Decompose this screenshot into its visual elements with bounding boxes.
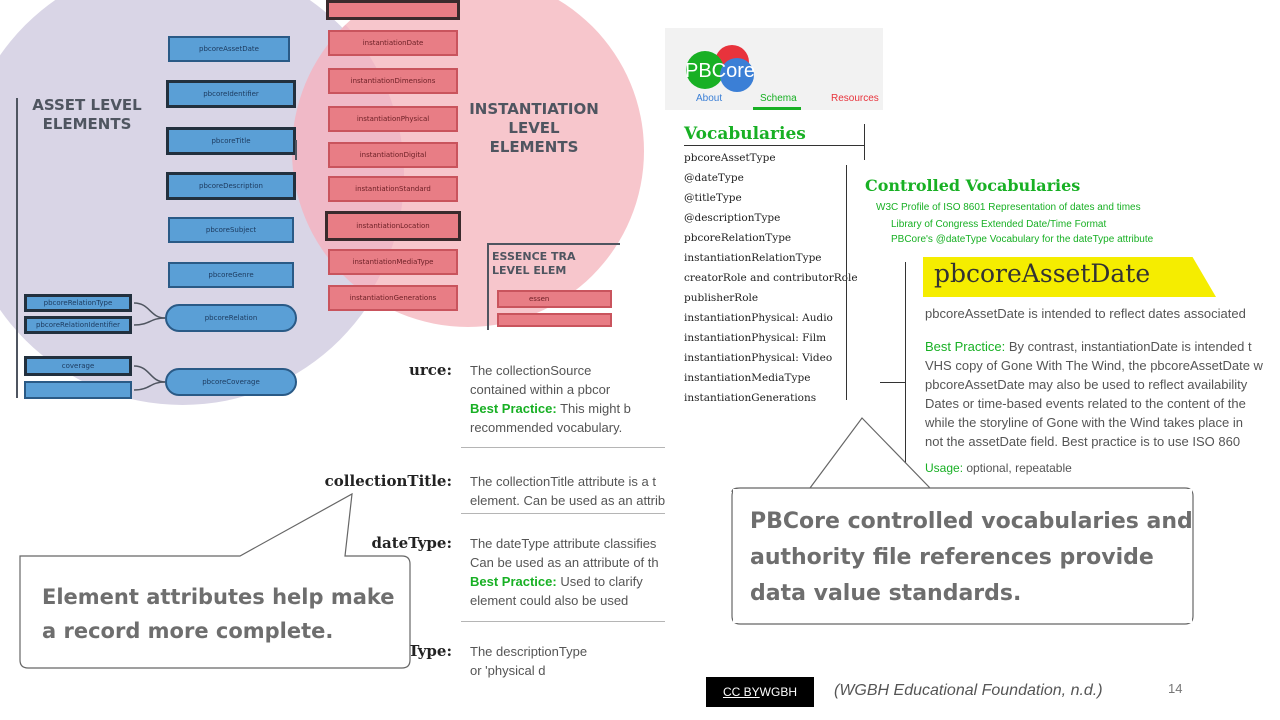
- vocab-item[interactable]: @titleType: [684, 192, 742, 204]
- best-practice-label: Best Practice:: [470, 574, 557, 589]
- citation: (WGBH Educational Foundation, n.d.): [834, 682, 1103, 699]
- collection-source-desc: The collectionSource contained within a …: [470, 363, 631, 435]
- essence-track-heading: ESSENCE TRA LEVEL ELEM: [492, 250, 576, 277]
- instantiation-media-type-box: instantiationMediaType: [328, 249, 458, 275]
- instantiation-level-heading: INSTANTIATION LEVEL ELEMENTS: [469, 100, 599, 156]
- asset-tree-line: [16, 98, 18, 398]
- divider: [461, 513, 665, 514]
- collection-title-desc: The collectionTitle attribute is a t ele…: [470, 474, 666, 508]
- instantiation-physical-box: instantiationPhysical: [328, 106, 458, 132]
- pbcore-relation-type-box: pbcoreRelationType: [24, 294, 132, 312]
- usage-label: Usage:: [925, 461, 964, 475]
- date-type-label: dateType:: [371, 534, 452, 552]
- pbcore-identifier-box: pbcoreIdentifier: [166, 80, 296, 108]
- pbcore-asset-date-box: pbcoreAssetDate: [168, 36, 290, 62]
- vocab-item[interactable]: publisherRole: [684, 292, 759, 304]
- cc-by-link[interactable]: CC BY: [722, 685, 760, 699]
- pbcore-logo-icon[interactable]: [680, 40, 770, 96]
- vocab-item[interactable]: instantiationMediaType: [684, 372, 811, 384]
- nav-schema[interactable]: Schema: [760, 93, 797, 104]
- instantiation-location-box: instantiationLocation: [325, 211, 461, 241]
- date-type-desc: The dateType attribute classifies Can be…: [470, 536, 659, 608]
- vocab-item[interactable]: @dateType: [684, 172, 744, 184]
- vocab-item[interactable]: instantiationPhysical: Audio: [684, 312, 833, 324]
- instantiation-generations-box: instantiationGenerations: [328, 285, 458, 311]
- nav-about[interactable]: About: [696, 93, 723, 104]
- pbcore-logo-text: PBCore: [685, 60, 756, 82]
- vocab-list-rule: [846, 165, 847, 400]
- instantiation-dimensions-box: instantiationDimensions: [328, 68, 458, 94]
- detail-left-rule: [905, 262, 906, 477]
- vocab-item[interactable]: @descriptionType: [684, 212, 781, 224]
- pbcore-element-diagram: ASSET LEVEL ELEMENTS INSTANTIATION LEVEL…: [0, 0, 644, 410]
- vocab-item[interactable]: pbcoreRelationType: [684, 232, 792, 244]
- best-practice-label: Best Practice:: [925, 339, 1006, 354]
- asset-level-heading: ASSET LEVEL ELEMENTS: [32, 96, 142, 133]
- description-type-label: Type:: [408, 642, 452, 660]
- pbcore-description-box: pbcoreDescription: [166, 172, 296, 200]
- element-best-practice: Best Practice: By contrast, instantiatio…: [925, 339, 1263, 449]
- essence-box: essen: [497, 290, 612, 308]
- pbcore-relation-box: pbcoreRelation: [165, 304, 297, 332]
- detail-tick: [880, 382, 905, 383]
- controlled-vocab-link[interactable]: W3C Profile of ISO 8601 Representation o…: [876, 202, 1141, 213]
- vocab-item[interactable]: instantiationPhysical: Film: [684, 332, 827, 344]
- coverage-sub-box: [24, 381, 132, 399]
- vocab-right-rule: [864, 124, 865, 160]
- controlled-vocab-link[interactable]: PBCore's @dateType Vocabulary for the da…: [891, 234, 1154, 245]
- collection-source-label: urce:: [408, 361, 452, 379]
- instantiation-standard-box: instantiationStandard: [328, 176, 458, 202]
- pbcore-title-box: pbcoreTitle: [166, 127, 296, 155]
- best-practice-label: Best Practice:: [470, 401, 557, 416]
- element-intro: pbcoreAssetDate is intended to reflect d…: [925, 306, 1246, 321]
- coverage-box: coverage: [24, 356, 132, 376]
- instantiation-date-box: instantiationDate: [328, 30, 458, 56]
- divider: [461, 621, 665, 622]
- left-callout-text: Element attributes help make a record mo…: [42, 585, 395, 643]
- pbcore-genre-box: pbcoreGenre: [168, 262, 294, 288]
- vocabularies-title: Vocabularies: [684, 124, 806, 144]
- divider: [461, 447, 665, 448]
- vocab-item[interactable]: instantiationPhysical: Video: [684, 352, 833, 364]
- vocabularies-underline: [684, 145, 864, 146]
- license-badge: CC BY WGBH: [706, 677, 814, 707]
- instantiation-top-box: [326, 0, 460, 20]
- pbcore-relation-identifier-box: pbcoreRelationIdentifier: [24, 316, 132, 334]
- element-title-highlight: [923, 257, 1216, 297]
- vocab-item[interactable]: creatorRole and contributorRole: [684, 272, 858, 284]
- element-usage: Usage: optional, repeatable: [925, 461, 1072, 475]
- nav-schema-active-indicator: [753, 107, 801, 110]
- relation-connectors: [133, 140, 620, 391]
- controlled-vocabularies-title: Controlled Vocabularies: [865, 176, 1081, 195]
- vocab-item[interactable]: instantiationRelationType: [684, 252, 822, 264]
- vocab-item[interactable]: pbcoreAssetType: [684, 152, 776, 164]
- description-type-desc: The descriptionType or 'physical d: [470, 644, 588, 678]
- collection-title-label: collectionTitle:: [324, 472, 452, 490]
- essence-box-2: [497, 313, 612, 327]
- controlled-vocab-link[interactable]: Library of Congress Extended Date/Time F…: [891, 219, 1107, 230]
- nav-resources[interactable]: Resources: [831, 93, 879, 104]
- element-title: pbcoreAssetDate: [934, 259, 1151, 288]
- instantiation-digital-box: instantiationDigital: [328, 142, 458, 168]
- pbcore-coverage-box: pbcoreCoverage: [165, 368, 297, 396]
- page-number: 14: [1168, 681, 1183, 696]
- pbcore-subject-box: pbcoreSubject: [168, 217, 294, 243]
- license-owner: WGBH: [759, 685, 798, 699]
- vocab-item[interactable]: instantiationGenerations: [684, 392, 817, 404]
- right-callout-text: PBCore controlled vocabularies and autho…: [750, 509, 1193, 606]
